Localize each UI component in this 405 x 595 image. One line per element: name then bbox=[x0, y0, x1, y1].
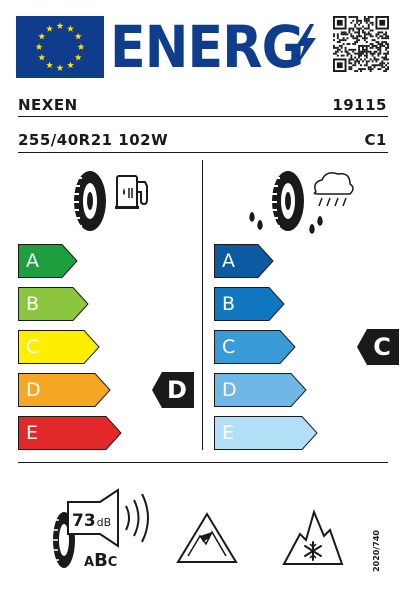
wet-grip-bar-b: B bbox=[214, 287, 285, 321]
brand-name: NEXEN bbox=[18, 96, 78, 114]
fuel-bar-label: A bbox=[26, 250, 39, 272]
fuel-rating-indicator bbox=[152, 372, 194, 408]
fuel-bar-a: A bbox=[18, 244, 78, 278]
wet-grip-bar-label: C bbox=[222, 336, 236, 358]
tyre-icon bbox=[269, 171, 304, 231]
fuel-rating-letter: D bbox=[167, 376, 187, 404]
eu-star-icon bbox=[35, 43, 43, 50]
tyre-size: 255/40R21 102W bbox=[18, 131, 169, 149]
lightning-icon bbox=[296, 24, 316, 64]
wet-grip-bar-label: D bbox=[222, 379, 237, 401]
fuel-bar-b: B bbox=[18, 287, 89, 321]
eu-flag-icon bbox=[16, 16, 104, 78]
divider bbox=[18, 462, 388, 463]
column-divider bbox=[202, 160, 203, 450]
wet-grip-bar-a: A bbox=[214, 244, 274, 278]
noise-class: ABC bbox=[84, 550, 118, 571]
divider bbox=[18, 116, 388, 117]
eu-star-icon bbox=[38, 32, 46, 40]
fuel-pump-icon bbox=[115, 175, 148, 209]
speaker-icon bbox=[67, 488, 149, 548]
tyre-icon bbox=[71, 171, 106, 231]
eu-star-icon bbox=[74, 53, 82, 61]
fuel-bar-label: B bbox=[26, 293, 40, 315]
eu-star-icon bbox=[67, 25, 74, 32]
fuel-bar-label: E bbox=[26, 422, 39, 444]
model-id: 19115 bbox=[332, 96, 387, 114]
eu-star-icon bbox=[38, 53, 46, 61]
fuel-bar-label: C bbox=[26, 336, 40, 358]
fuel-bar-c: C bbox=[18, 330, 100, 364]
rain-cloud-icon bbox=[249, 172, 354, 234]
wet-grip-bar-label: B bbox=[222, 293, 236, 315]
fuel-bar-d: D bbox=[18, 373, 111, 407]
fuel-bar-e: E bbox=[18, 416, 122, 450]
tyre-class: C1 bbox=[364, 131, 387, 149]
eu-star-icon bbox=[67, 61, 74, 69]
wet-grip-bar-c: C bbox=[214, 330, 296, 364]
noise-value: 73dB bbox=[72, 511, 112, 531]
energy-title: ENERG bbox=[110, 13, 304, 81]
eu-star-icon bbox=[46, 61, 53, 69]
eu-star-icon bbox=[56, 22, 64, 29]
divider bbox=[18, 152, 388, 153]
wet-grip-bar-d: D bbox=[214, 373, 307, 407]
wet-grip-bar-label: E bbox=[222, 422, 235, 444]
eu-star-icon bbox=[56, 64, 64, 71]
wet-grip-rating-indicator bbox=[357, 329, 399, 365]
eu-star-icon bbox=[74, 32, 82, 40]
wet-grip-bar-e: E bbox=[214, 416, 318, 450]
qr-code-icon bbox=[333, 16, 389, 72]
eu-star-icon bbox=[77, 43, 85, 50]
fuel-bar-label: D bbox=[26, 379, 41, 401]
mountain-icon bbox=[176, 512, 238, 563]
snowflake-mountain-icon bbox=[282, 508, 344, 565]
regulation-number: 2020/740 bbox=[372, 530, 381, 572]
wet-grip-rating-letter: C bbox=[373, 333, 391, 361]
eu-star-icon bbox=[46, 25, 53, 32]
wet-grip-bar-label: A bbox=[222, 250, 235, 272]
